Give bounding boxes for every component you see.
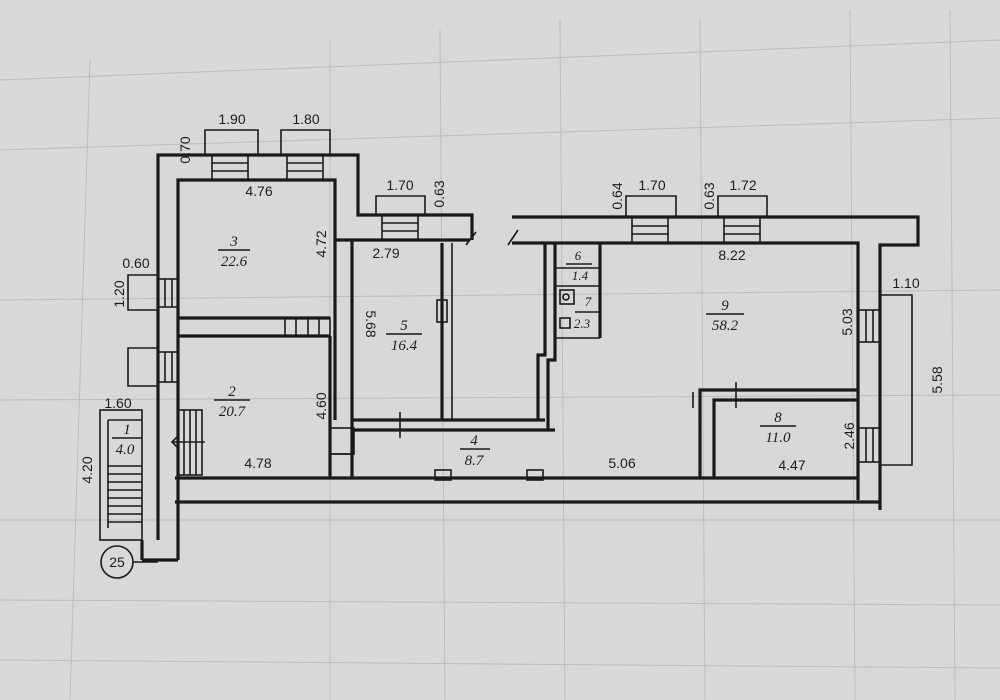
dim-room2-width: 4.78 (244, 455, 271, 471)
room-6-area: 1.4 (572, 268, 589, 283)
dim-stair-length: 4.20 (79, 456, 95, 483)
dim-win-top-left-offset: 0.70 (177, 136, 193, 163)
dimension-labels: 0.70 1.90 1.80 4.76 4.72 0.60 1.20 1.70 … (79, 111, 945, 484)
dim-room2-height: 4.60 (313, 392, 329, 419)
dim-win-top-2: 1.80 (292, 111, 319, 127)
room-labels: 3 22.6 2 20.7 5 16.4 4 8.7 6 1.4 7 2.3 9… (112, 234, 796, 469)
dim-right-length: 5.58 (929, 366, 945, 393)
dim-corridor-length: 5.06 (608, 455, 635, 471)
dim-room9-height: 5.03 (839, 308, 855, 335)
room-9-number: 9 (721, 298, 729, 314)
walls (140, 153, 920, 562)
dim-right-offset: 1.10 (892, 275, 919, 291)
room-7-number: 7 (585, 294, 592, 309)
dim-stair-width: 1.60 (104, 395, 131, 411)
dim-win-top-3: 1.70 (386, 177, 413, 193)
dim-win-top-4: 1.70 (638, 177, 665, 193)
dim-win-top-3-offset: 0.63 (431, 180, 447, 207)
dim-win-top-4-offset: 0.64 (609, 182, 625, 209)
paper-grid (0, 9, 1000, 700)
room-4-number: 4 (470, 433, 478, 449)
dim-win-top-1: 1.90 (218, 111, 245, 127)
dim-room8-width: 4.47 (778, 457, 805, 473)
room-3-area: 22.6 (221, 254, 248, 270)
dim-room3-width: 4.76 (245, 183, 272, 199)
dim-room3-height: 4.72 (313, 230, 329, 257)
dim-room9-width: 8.22 (718, 247, 745, 263)
room-3-number: 3 (229, 234, 238, 250)
room-7-area: 2.3 (574, 316, 591, 331)
dim-left-win-offset: 0.60 (122, 255, 149, 271)
room-5-number: 5 (400, 318, 408, 334)
room-4-area: 8.7 (465, 453, 485, 469)
room-5-area: 16.4 (391, 338, 418, 354)
dim-room5-width: 2.79 (372, 245, 399, 261)
dim-win-top-5-offset: 0.63 (701, 182, 717, 209)
dim-room8-height: 2.46 (841, 422, 857, 449)
room-1-area: 4.0 (116, 442, 135, 458)
entrance-stair (99, 409, 205, 541)
dim-room5-height: 5.68 (363, 310, 379, 337)
room-6-number: 6 (575, 248, 582, 263)
room-1-number: 1 (123, 422, 131, 438)
sheet-number: 25 (109, 554, 125, 570)
room-2-area: 20.7 (219, 404, 247, 420)
dim-left-win-width: 1.20 (111, 280, 127, 307)
sheet-number-marker: 25 (100, 545, 158, 579)
windows (127, 129, 913, 466)
room-8-number: 8 (774, 410, 782, 426)
dim-win-top-5: 1.72 (729, 177, 756, 193)
room-8-area: 11.0 (765, 430, 791, 446)
room-2-number: 2 (228, 384, 236, 400)
room-9-area: 58.2 (712, 318, 739, 334)
